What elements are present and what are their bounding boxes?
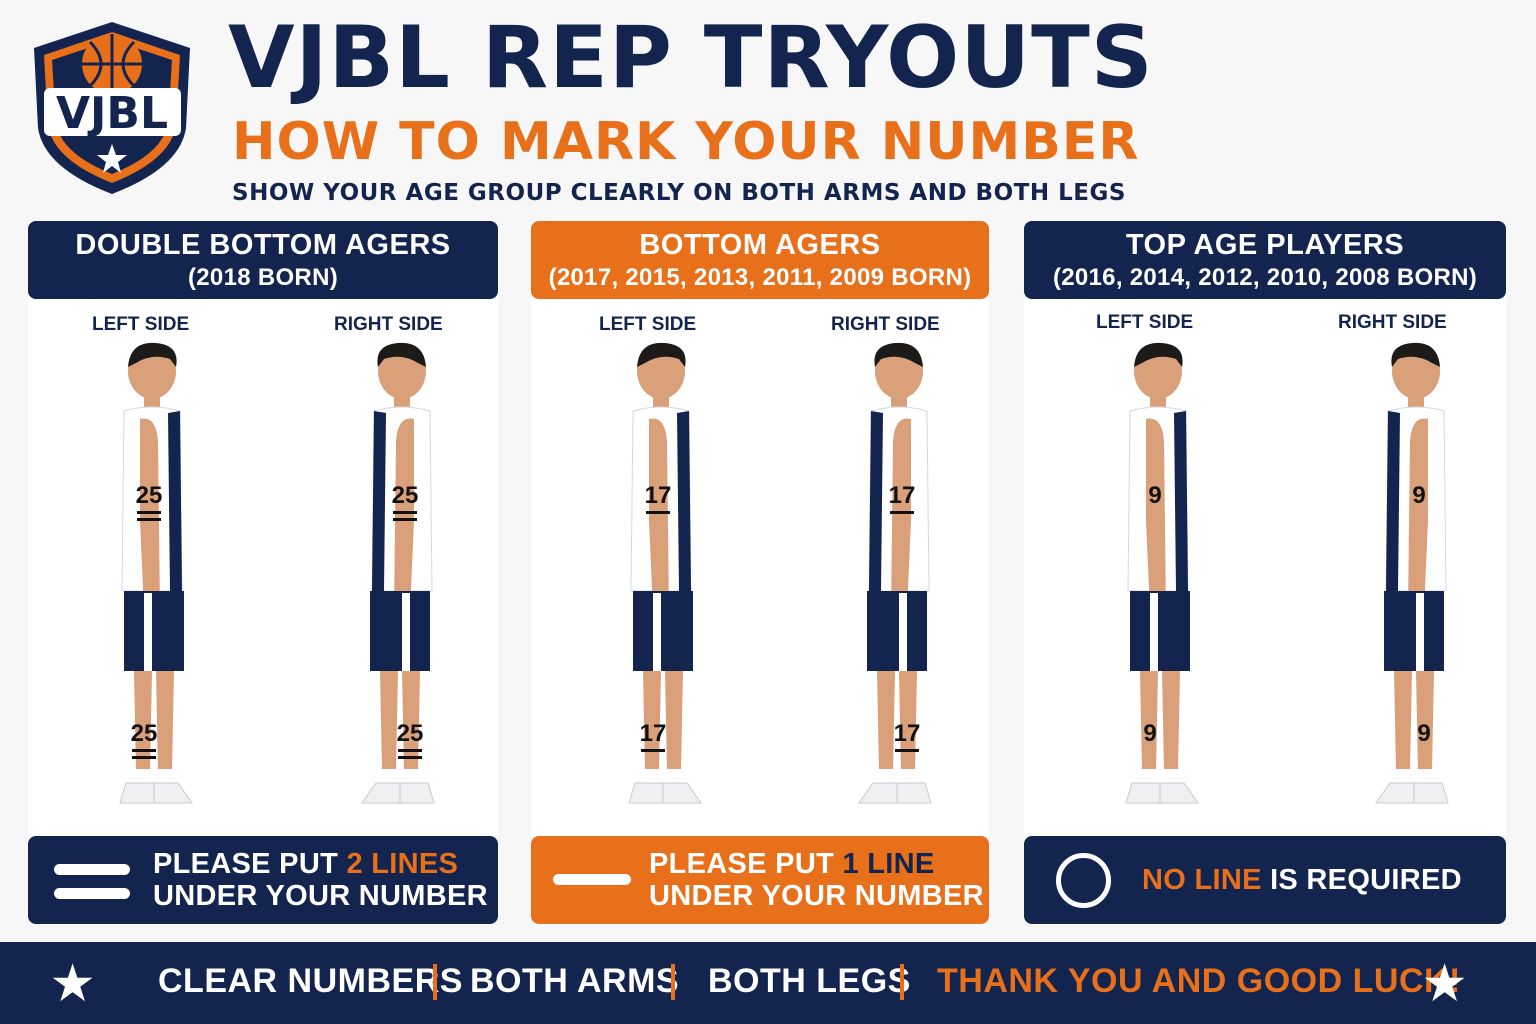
panel-bottom-agers: BOTTOM AGERS (2017, 2015, 2013, 2011, 20… bbox=[531, 221, 989, 925]
footer-item-both-legs: BOTH LEGS bbox=[708, 962, 911, 1000]
leg-underline bbox=[398, 756, 422, 759]
player-figure-left: 99 bbox=[1125, 342, 1199, 804]
vjbl-logo-icon: VJBL bbox=[34, 22, 190, 194]
footer-separator bbox=[433, 964, 437, 1000]
leg-number: 9 bbox=[1417, 720, 1430, 747]
header: VJBL VJBL REP TRYOUTS HOW TO MARK YOUR N… bbox=[0, 0, 1536, 215]
panel-heading: BOTTOM AGERS (2017, 2015, 2013, 2011, 20… bbox=[531, 221, 989, 299]
logo-text: VJBL bbox=[56, 88, 168, 139]
panel-heading: DOUBLE BOTTOM AGERS (2018 BORN) bbox=[28, 221, 498, 299]
left-side-label: LEFT SIDE bbox=[92, 314, 190, 335]
foot-text-line2: UNDER YOUR NUMBER bbox=[649, 880, 984, 912]
footer-item-both-arms: BOTH ARMS bbox=[470, 962, 680, 1000]
arm-underline bbox=[393, 511, 417, 514]
panel-double-bottom-agers: DOUBLE BOTTOM AGERS (2018 BORN) LEFT SID… bbox=[28, 221, 498, 925]
panel-title: TOP AGE PLAYERS bbox=[1125, 229, 1405, 261]
leg-number: 9 bbox=[1143, 720, 1156, 747]
footer-separator bbox=[671, 964, 675, 1000]
panel-footer: NO LINE IS REQUIRED bbox=[1024, 836, 1506, 924]
leg-number: 17 bbox=[640, 720, 667, 747]
arm-number: 25 bbox=[392, 482, 419, 509]
leg-underline bbox=[132, 756, 156, 759]
panel-footer-text: PLEASE PUT 1 LINE UNDER YOUR NUMBER bbox=[649, 848, 984, 912]
foot-text-accent: NO LINE bbox=[1142, 864, 1262, 896]
arm-underline bbox=[646, 511, 670, 514]
underline-mark-1 bbox=[553, 874, 631, 885]
page-subtitle: HOW TO MARK YOUR NUMBER bbox=[232, 112, 1140, 172]
arm-number: 9 bbox=[1148, 482, 1161, 509]
right-side-label: RIGHT SIDE bbox=[334, 314, 443, 335]
page-title: VJBL REP TRYOUTS bbox=[228, 8, 1154, 108]
footer-separator bbox=[900, 964, 904, 1000]
arm-underline bbox=[890, 511, 914, 514]
foot-text-line2: UNDER YOUR NUMBER bbox=[153, 880, 488, 912]
foot-text-prefix: PLEASE PUT bbox=[153, 848, 347, 880]
leg-number: 25 bbox=[397, 720, 424, 747]
right-side-label: RIGHT SIDE bbox=[831, 314, 940, 335]
right-side-label: RIGHT SIDE bbox=[1338, 312, 1447, 333]
foot-text-suffix: IS REQUIRED bbox=[1261, 864, 1462, 896]
star-icon: ★ bbox=[1424, 957, 1466, 1009]
left-side-label: LEFT SIDE bbox=[599, 314, 697, 335]
panel-footer: PLEASE PUT 2 LINES UNDER YOUR NUMBER bbox=[28, 836, 498, 924]
leg-underline bbox=[398, 749, 422, 752]
leg-number: 17 bbox=[894, 720, 921, 747]
leg-underline bbox=[895, 749, 919, 752]
panel-title: DOUBLE BOTTOM AGERS bbox=[75, 229, 451, 261]
leg-underline bbox=[641, 749, 665, 752]
arm-number: 17 bbox=[889, 482, 916, 509]
panel-footer-text: PLEASE PUT 2 LINES UNDER YOUR NUMBER bbox=[153, 848, 488, 912]
arm-underline bbox=[393, 518, 417, 521]
panel-years: (2016, 2014, 2012, 2010, 2008 BORN) bbox=[1052, 264, 1478, 291]
circle-icon bbox=[1056, 853, 1111, 908]
panel-years: (2017, 2015, 2013, 2011, 2009 BORN) bbox=[548, 264, 972, 291]
panel-years: (2018 BORN) bbox=[187, 264, 338, 291]
instruction-text: SHOW YOUR AGE GROUP CLEARLY ON BOTH ARMS… bbox=[232, 180, 1126, 206]
underline-mark-1 bbox=[54, 864, 130, 875]
arm-underline bbox=[137, 518, 161, 521]
panel-top-age-players: TOP AGE PLAYERS (2016, 2014, 2012, 2010,… bbox=[1024, 221, 1506, 925]
leg-underline bbox=[132, 749, 156, 752]
leg-number: 25 bbox=[131, 720, 158, 747]
player-figure-left: 25 25 bbox=[119, 342, 193, 804]
left-side-label: LEFT SIDE bbox=[1096, 312, 1194, 333]
player-figure-right: 99 bbox=[1375, 342, 1449, 804]
player-figure-right: 25 25 bbox=[361, 342, 435, 804]
foot-text-prefix: PLEASE PUT bbox=[649, 848, 843, 880]
star-icon: ★ bbox=[52, 957, 94, 1009]
panel-footer-text: NO LINE IS REQUIRED bbox=[1142, 864, 1462, 896]
foot-text-accent: 1 LINE bbox=[842, 848, 935, 880]
footer-item-good-luck: THANK YOU AND GOOD LUCK! bbox=[937, 962, 1461, 1000]
arm-number: 25 bbox=[136, 482, 163, 509]
panel-heading: TOP AGE PLAYERS (2016, 2014, 2012, 2010,… bbox=[1024, 221, 1506, 299]
foot-text-accent: 2 LINES bbox=[346, 848, 459, 880]
underline-mark-2 bbox=[54, 888, 130, 899]
panel-footer: PLEASE PUT 1 LINE UNDER YOUR NUMBER bbox=[531, 836, 989, 924]
arm-number: 9 bbox=[1412, 482, 1425, 509]
arm-underline bbox=[137, 511, 161, 514]
panel-title: BOTTOM AGERS bbox=[639, 229, 881, 261]
footer-item-clear-numbers: CLEAR NUMBERS bbox=[158, 962, 463, 1000]
arm-number: 17 bbox=[645, 482, 672, 509]
footer-bar: ★ CLEAR NUMBERS BOTH ARMS BOTH LEGS THAN… bbox=[0, 942, 1536, 1024]
